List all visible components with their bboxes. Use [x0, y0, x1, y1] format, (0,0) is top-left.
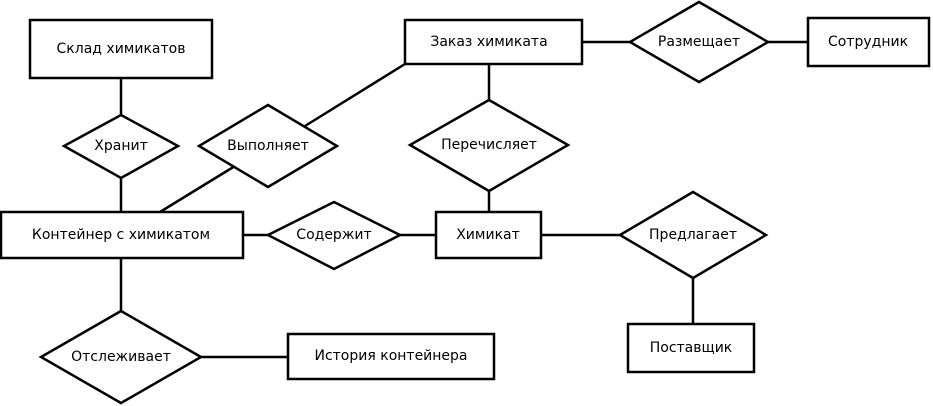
relation-contains: Содержит: [265, 200, 403, 271]
entity-label: Химикат: [456, 227, 520, 243]
entity-label: Поставщик: [650, 340, 733, 356]
entity-chemical: Химикат: [434, 210, 543, 260]
edge-order-fulfills: [304, 62, 406, 128]
entity-warehouse: Склад химикатов: [28, 18, 214, 80]
relation-label: Содержит: [296, 227, 371, 243]
entity-label: Сотрудник: [828, 34, 908, 50]
entity-order: Заказ химиката: [403, 18, 584, 66]
relation-offers: Предлагает: [617, 190, 769, 280]
relation-lists: Перечисляет: [407, 98, 571, 193]
relation-tracks: Отслеживает: [38, 309, 204, 405]
relation-label: Размещает: [658, 34, 740, 50]
entity-label: Контейнер с химикатом: [32, 227, 210, 243]
entity-label: История контейнера: [314, 348, 467, 364]
entity-employee: Сотрудник: [806, 16, 931, 68]
edge-fulfills-container: [159, 164, 236, 214]
entity-label: Склад химикатов: [57, 41, 186, 57]
entity-label: Заказ химиката: [430, 34, 547, 50]
relation-label: Выполняет: [227, 138, 309, 154]
relation-label: Перечисляет: [441, 137, 537, 153]
relation-places: Размещает: [627, 0, 771, 84]
relation-fulfills: Выполняет: [196, 103, 340, 189]
entity-container: Контейнер с химикатом: [0, 210, 245, 260]
relation-label: Предлагает: [649, 227, 737, 243]
relation-label: Отслеживает: [71, 349, 171, 365]
relation-stores: Хранит: [61, 113, 181, 180]
edges: [119, 40, 808, 359]
relation-label: Хранит: [94, 138, 147, 154]
entity-supplier: Поставщик: [626, 322, 756, 374]
entity-history: История контейнера: [286, 332, 496, 381]
